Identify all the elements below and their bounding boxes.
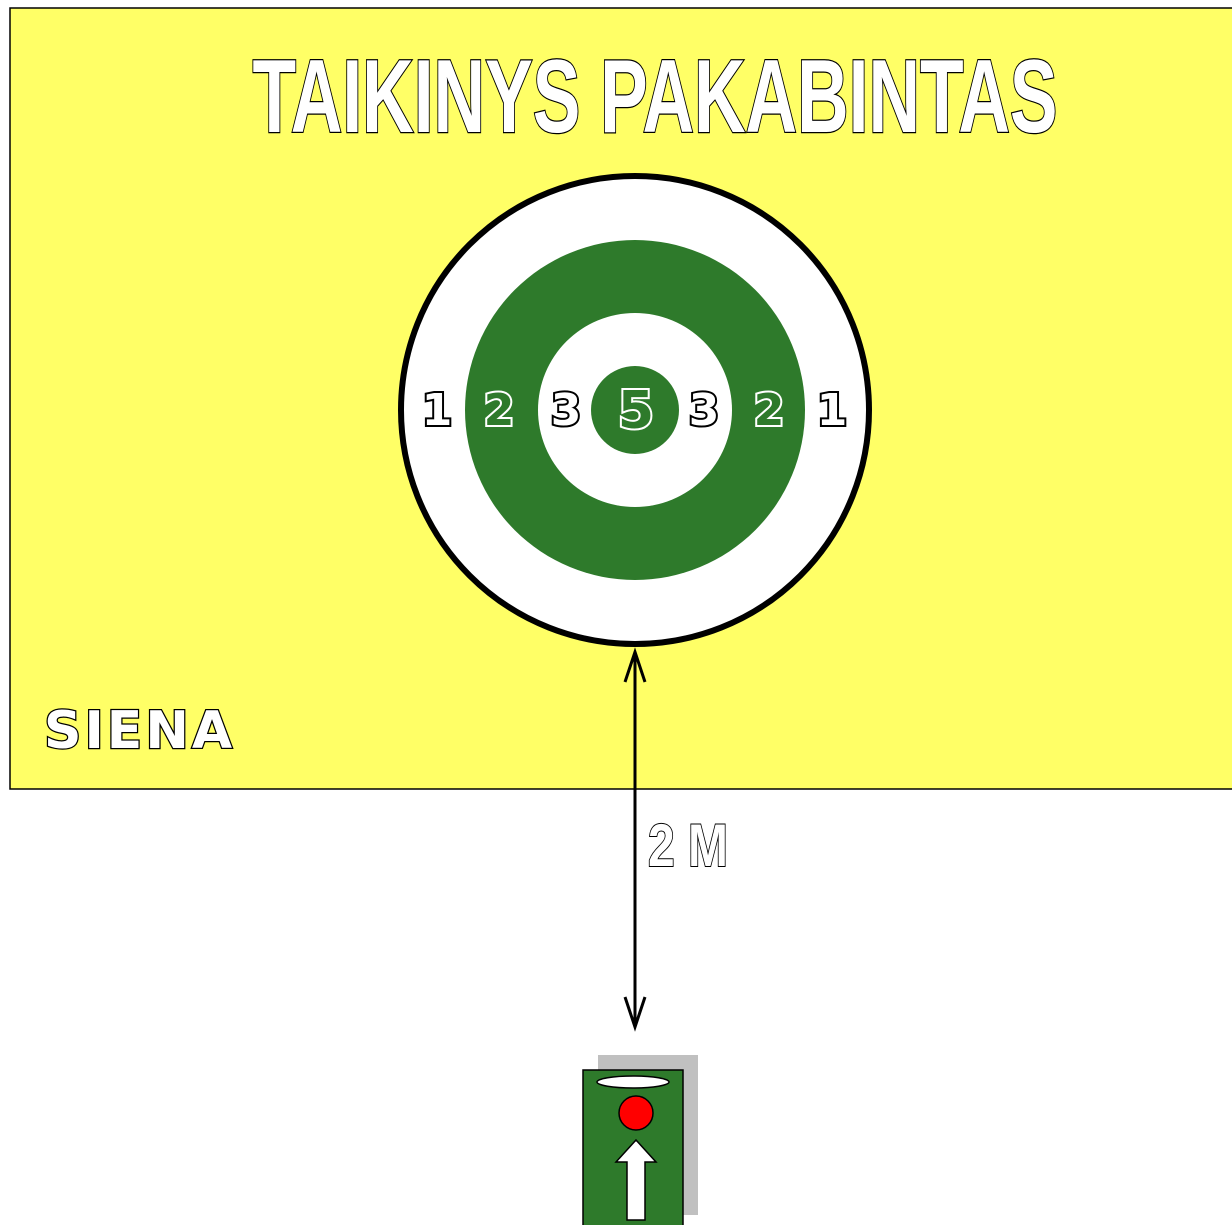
score-label-outer-right: 1 — [817, 385, 848, 436]
red-ball-icon — [619, 1096, 653, 1130]
distance-label: 2 M — [648, 812, 728, 879]
score-label-outer-left: 1 — [422, 385, 453, 436]
wall-label: SIENA — [44, 701, 235, 761]
score-label-bullseye: 5 — [618, 381, 654, 441]
score-label-third-right: 3 — [689, 385, 720, 436]
score-label-second-left: 2 — [484, 385, 515, 436]
throw-line-icon — [597, 1076, 669, 1088]
page-title: TAIKINYS PAKABINTAS — [253, 39, 1058, 155]
target: 1 2 3 5 3 2 1 — [401, 176, 869, 644]
score-label-second-right: 2 — [754, 385, 785, 436]
score-label-third-left: 3 — [551, 385, 582, 436]
throw-mat — [583, 1055, 698, 1225]
